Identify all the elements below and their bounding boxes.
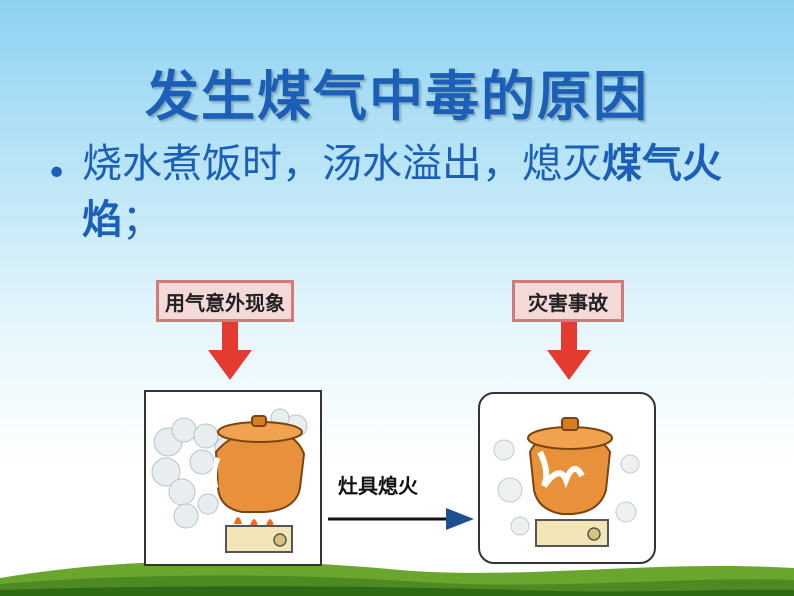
bullet-text-highlight: 煤气火焰 [82, 141, 722, 243]
slide-title: 发生煤气中毒的原因 [145, 65, 649, 128]
right-arrow [328, 508, 474, 530]
bullet-text-end: ； [122, 197, 162, 243]
left-label-box: 用气意外现象 [156, 280, 294, 322]
right-label-box: 灾害事故 [512, 280, 624, 322]
right-scene-extinguished-stove [478, 392, 656, 564]
arrow-label: 灶具熄火 [338, 474, 418, 498]
bullet-text-main: 烧水煮饭时，汤水溢出，熄灭 [82, 141, 602, 187]
right-down-arrow [547, 322, 591, 380]
grass-hills-decoration [0, 560, 794, 596]
extinguished-stove-illustration [493, 417, 640, 547]
bullet-text: 烧水煮饭时，汤水溢出，熄灭煤气火焰； [82, 136, 762, 248]
left-label-text: 用气意外现象 [165, 290, 285, 315]
boiling-pot-illustration [151, 408, 308, 553]
bullet-dot: • [46, 153, 68, 194]
left-scene-boiling-pot [144, 390, 322, 566]
right-label-text: 灾害事故 [528, 290, 608, 315]
left-down-arrow [208, 322, 252, 380]
